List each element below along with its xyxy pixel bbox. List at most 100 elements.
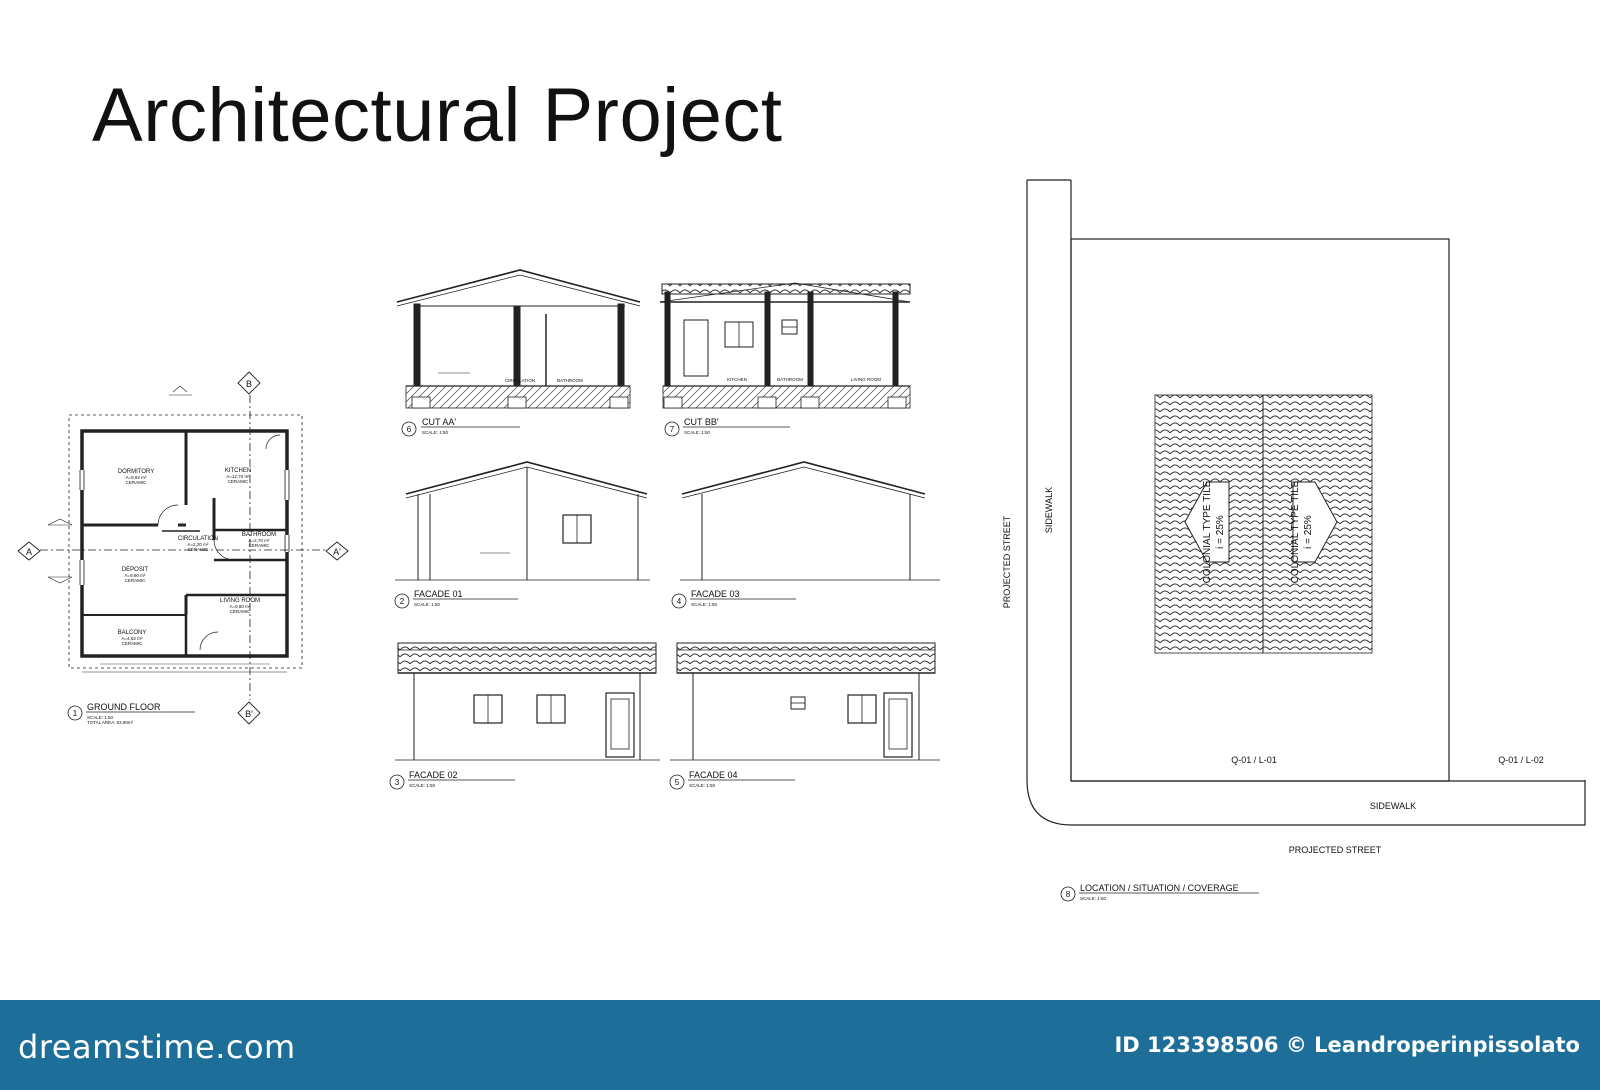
svg-text:BATHROOM: BATHROOM — [242, 532, 276, 538]
svg-text:7: 7 — [670, 425, 675, 434]
cut-bb-title-block: 7 CUT BB' SCALE: 1:50 — [664, 417, 790, 437]
room-living-room: LIVING ROOM A=9,80 m² CERAMIC — [220, 598, 260, 614]
svg-text:BATHROOM: BATHROOM — [777, 377, 803, 382]
svg-text:CIRCULATION: CIRCULATION — [505, 378, 535, 383]
cut-aa-title-block: 6 CUT AA' SCALE: 1:50 — [401, 417, 520, 437]
svg-text:B: B — [246, 379, 252, 389]
svg-text:3: 3 — [395, 778, 400, 787]
room-balcony: BALCONY A=4,62 m² CERAMIC — [118, 630, 147, 646]
svg-text:DEPOSIT: DEPOSIT — [122, 567, 149, 573]
street-curb — [1026, 180, 1586, 826]
svg-text:SCALE: 1:50: SCALE: 1:50 — [87, 715, 114, 720]
section-marker-a-prime: A' — [325, 541, 349, 561]
section-marker-b: B — [237, 371, 261, 395]
room-bathroom: BATHROOM A=2,70 m² CERAMIC — [242, 532, 276, 548]
svg-text:LOCATION / SITUATION / COVERAG: LOCATION / SITUATION / COVERAGE — [1080, 883, 1239, 893]
roof-tile-label-right: COLONIAL TYPE TILE — [1290, 480, 1301, 583]
image-credit: ID 123398506 © Leandroperinpissolato — [1114, 1033, 1580, 1057]
svg-text:A=4,62 m²: A=4,62 m² — [122, 636, 143, 641]
site-plan — [1026, 179, 1586, 826]
svg-text:2: 2 — [400, 597, 405, 606]
site-plan-title-block: 8 LOCATION / SITUATION / COVERAGE SCALE:… — [1060, 883, 1259, 902]
facade-02-drawing — [395, 642, 660, 761]
svg-text:SCALE: 1:50: SCALE: 1:50 — [414, 602, 441, 607]
facade-02-title-block: 3 FACADE 02 SCALE: 1:50 — [389, 770, 515, 790]
svg-text:LIVING ROOM: LIVING ROOM — [851, 377, 881, 382]
facade-01-title-block: 2 FACADE 01 SCALE: 1:50 — [394, 589, 518, 609]
svg-text:CUT AA': CUT AA' — [422, 417, 456, 427]
svg-text:1: 1 — [73, 709, 78, 718]
sidewalk-bottom-label: SIDEWALK — [1370, 801, 1416, 811]
facade-04-drawing — [670, 642, 940, 761]
facade-01-drawing — [395, 461, 650, 581]
svg-text:FACADE 04: FACADE 04 — [689, 770, 738, 780]
projected-street-bottom-label: PROJECTED STREET — [1289, 845, 1382, 855]
cut-aa-drawing: CIRCULATION BATHROOM — [396, 269, 641, 409]
svg-text:LIVING ROOM: LIVING ROOM — [220, 598, 260, 604]
svg-text:CERAMIC: CERAMIC — [188, 547, 210, 552]
drawing-sheet: A A' B B' DORMITORY A=9,92 m² CERAMIC KI… — [17, 179, 1586, 902]
svg-text:8: 8 — [1066, 890, 1071, 899]
svg-text:BALCONY: BALCONY — [118, 630, 147, 636]
svg-text:TOTAL AREA: 53.90m²: TOTAL AREA: 53.90m² — [87, 720, 134, 725]
facade-03-title-block: 4 FACADE 03 SCALE: 1:50 — [671, 589, 796, 609]
svg-text:CUT BB': CUT BB' — [684, 417, 719, 427]
facade-04-title-block: 5 FACADE 04 SCALE: 1:50 — [669, 770, 795, 790]
sidewalk-left-label: SIDEWALK — [1044, 487, 1054, 533]
svg-text:FACADE 03: FACADE 03 — [691, 589, 740, 599]
svg-text:CERAMIC: CERAMIC — [125, 578, 147, 583]
floor-plan — [40, 385, 330, 700]
plan-boundary — [68, 414, 303, 669]
svg-text:CERAMIC: CERAMIC — [126, 480, 148, 485]
svg-text:B': B' — [245, 709, 253, 719]
roof-label-left — [1184, 481, 1230, 563]
room-dormitory: DORMITORY A=9,92 m² CERAMIC — [118, 469, 154, 485]
svg-text:GROUND FLOOR: GROUND FLOOR — [87, 702, 161, 712]
svg-text:A=2,70 m²: A=2,70 m² — [249, 538, 270, 543]
svg-text:SCALE: 1:50: SCALE: 1:50 — [691, 602, 718, 607]
svg-text:SCALE: 1:50: SCALE: 1:50 — [409, 783, 436, 788]
section-marker-a: A — [17, 541, 41, 561]
roof-slope-label-left: i = 25% — [1215, 515, 1226, 549]
section-marker-b-prime: B' — [237, 701, 261, 725]
footer-bar: dreamstime.com ID 123398506 © Leandroper… — [0, 1000, 1600, 1090]
svg-text:A=9,92 m²: A=9,92 m² — [126, 475, 147, 480]
svg-text:A': A' — [333, 547, 341, 557]
svg-text:SCALE: 1:50: SCALE: 1:50 — [689, 783, 716, 788]
svg-text:FACADE 01: FACADE 01 — [414, 589, 463, 599]
svg-text:A: A — [26, 547, 32, 557]
svg-text:CERAMIC: CERAMIC — [230, 609, 252, 614]
svg-text:SCALE: 1:50: SCALE: 1:50 — [1080, 896, 1107, 901]
svg-text:DORMITORY: DORMITORY — [118, 469, 154, 475]
lot-2-label: Q-01 / L-02 — [1498, 755, 1544, 765]
facade-03-drawing — [680, 461, 940, 581]
roof-tile-label-left: COLONIAL TYPE TILE — [1202, 480, 1213, 583]
room-circulation: CIRCULATION A=2,20 m² CERAMIC — [178, 536, 218, 552]
dreamstime-logo[interactable]: dreamstime.com — [18, 1028, 296, 1066]
svg-text:A=9,90 m²: A=9,90 m² — [125, 573, 146, 578]
svg-text:4: 4 — [677, 597, 682, 606]
svg-text:6: 6 — [407, 425, 412, 434]
roof-slope-label-right: i = 25% — [1303, 515, 1314, 549]
svg-text:FACADE 02: FACADE 02 — [409, 770, 458, 780]
room-deposit: DEPOSIT A=9,90 m² CERAMIC — [122, 567, 149, 583]
roof-label-right — [1292, 481, 1338, 563]
lot-1-label: Q-01 / L-01 — [1231, 755, 1277, 765]
svg-text:KITCHEN: KITCHEN — [225, 468, 251, 474]
svg-text:CERAMIC: CERAMIC — [228, 479, 250, 484]
svg-text:A=12,70 m²: A=12,70 m² — [226, 474, 250, 479]
svg-text:A=9,80 m²: A=9,80 m² — [230, 604, 251, 609]
svg-text:SCALE: 1:50: SCALE: 1:50 — [684, 430, 711, 435]
svg-text:BATHROOM: BATHROOM — [557, 378, 583, 383]
svg-text:CERAMIC: CERAMIC — [122, 641, 144, 646]
svg-text:SCALE: 1:50: SCALE: 1:50 — [422, 430, 449, 435]
svg-text:CIRCULATION: CIRCULATION — [178, 536, 218, 542]
svg-text:A=2,20 m²: A=2,20 m² — [188, 542, 209, 547]
svg-text:KITCHEN: KITCHEN — [727, 377, 747, 382]
room-kitchen: KITCHEN A=12,70 m² CERAMIC — [225, 468, 251, 484]
projected-street-left-label: PROJECTED STREET — [1002, 515, 1012, 608]
floor-plan-title-block: 1 GROUND FLOOR SCALE: 1:50 TOTAL AREA: 5… — [67, 702, 195, 725]
svg-text:5: 5 — [675, 778, 680, 787]
lot-boundary — [1070, 238, 1450, 782]
page-title: Architectural Project — [92, 73, 783, 158]
